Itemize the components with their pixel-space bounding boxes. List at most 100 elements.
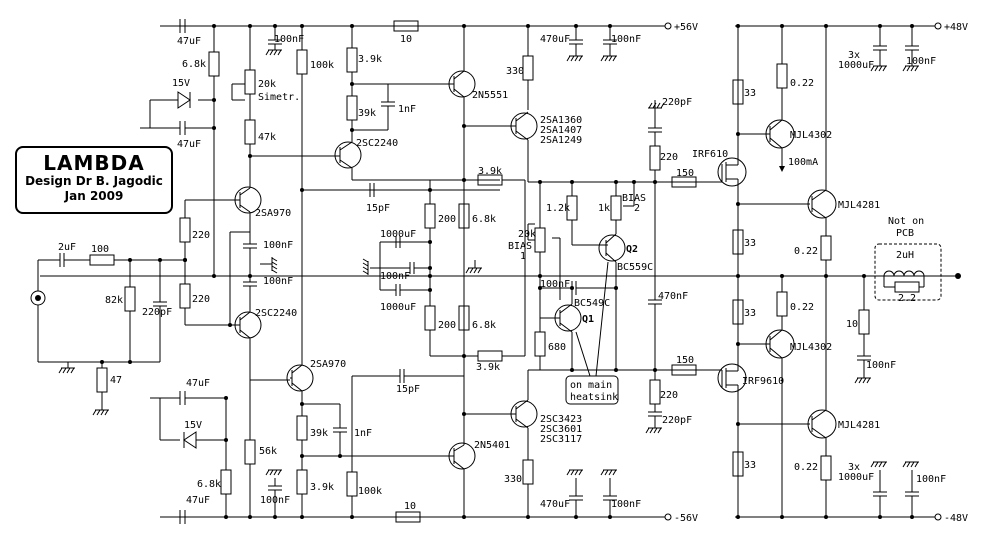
label-q-2sc3423: 2SC3423 (540, 414, 582, 425)
label-q2: Q2 (626, 244, 638, 255)
label-pot-20k: 20k (258, 79, 276, 90)
feedback-network (302, 174, 526, 383)
label-mjl4281-a: MJL4281 (838, 200, 880, 211)
label-r-47: 47 (110, 375, 122, 386)
label-c-100n-bl: 100nF (260, 495, 290, 506)
label-r-1k: 1k (598, 203, 610, 214)
label-z-15v-bot: 15V (184, 420, 202, 431)
label-irf610: IRF610 (692, 149, 728, 160)
label-c-15p-top: 15pF (366, 203, 390, 214)
rail-terminal-pos56 (664, 22, 672, 30)
label-c-1n-top: 1nF (398, 104, 416, 115)
label-bias2: BIAS (622, 193, 646, 204)
label-q-2n5551: 2N5551 (472, 90, 508, 101)
label-r-022-b: 0.22 (794, 246, 818, 257)
label-r-150-bot: 150 (676, 355, 694, 366)
rail-label-pos56: +56V (674, 22, 698, 33)
label-r-82k: 82k (105, 295, 123, 306)
label-not-on: Not on (888, 216, 924, 227)
label-c-1000u-top: 1000uF (380, 229, 416, 240)
title-name: LAMBDA (43, 151, 145, 175)
label-r-3k9-bot2: 3.9k (476, 362, 500, 373)
label-r-6k8-top: 6.8k (472, 214, 496, 225)
label-c-3x-bot: 3x (848, 462, 860, 473)
label-mjl4302-b: MJL4302 (790, 342, 832, 353)
rail-terminal-neg56 (664, 513, 672, 521)
label-q-2n5401: 2N5401 (474, 440, 510, 451)
label-r-39k-bot: 39k (310, 428, 328, 439)
title-date: Jan 2009 (64, 189, 124, 203)
label-q-2sc2240-top: 2SC2240 (356, 138, 398, 149)
label-z-15v-top: 15V (172, 78, 190, 89)
label-c-47u-tl: 47uF (177, 36, 201, 47)
label-r-220-gb: 220 (660, 390, 678, 401)
label-r-6k8-tl: 6.8k (182, 59, 206, 70)
label-c-470u-top: 470uF (540, 34, 570, 45)
label-pot-20k-b: 20k (518, 229, 536, 240)
mosfet-stage (645, 24, 747, 519)
label-c-100n-mid: 100nF (380, 271, 410, 282)
label-r-022-d: 0.22 (794, 462, 818, 473)
label-c-220p-top: 220pF (662, 97, 692, 108)
label-q-2sa1249: 2SA1249 (540, 135, 582, 146)
label-r-330-top: 330 (506, 66, 524, 77)
label-r-10-out: 10 (846, 319, 858, 330)
label-c-100n-a: 100nF (274, 34, 304, 45)
input-section (30, 253, 187, 416)
vas-bottom-stage (286, 190, 476, 523)
label-bc559c: BC559C (617, 262, 653, 273)
driver-stage (462, 24, 720, 519)
label-r-022-a: 0.22 (790, 78, 814, 89)
label-c-1n-bot: 1nF (354, 428, 372, 439)
rail-wires (40, 25, 955, 518)
label-r-33-a: 33 (744, 88, 756, 99)
rail-terminal-neg48 (934, 513, 942, 521)
label-c-470n: 470nF (658, 291, 688, 302)
label-q-2sa970-top: 2SA970 (255, 208, 291, 219)
label-r-33-c: 33 (744, 308, 756, 319)
label-r-6k8-bl: 6.8k (197, 479, 221, 490)
label-c-47u-bl2: 47uF (186, 495, 210, 506)
label-mjl4302-a: MJL4302 (790, 130, 832, 141)
label-r-022-c: 0.22 (790, 302, 814, 313)
rail-label-neg48: -48V (944, 513, 968, 524)
label-r-100k-top: 100k (310, 60, 334, 71)
label-r-33-d: 33 (744, 460, 756, 471)
label-c-100n-out: 100nF (866, 360, 896, 371)
label-r-680: 680 (548, 342, 566, 353)
label-c-100n-q: 100nF (540, 279, 570, 290)
label-r-10-bot: 10 (404, 501, 416, 512)
label-q-2sc3117: 2SC3117 (540, 434, 582, 445)
label-r-220-gt: 220 (660, 152, 678, 163)
label-i-100ma: 100mA (788, 157, 818, 168)
output-stage (732, 24, 961, 519)
label-pcb: PCB (896, 228, 914, 239)
label-bc549c: BC549C (574, 298, 610, 309)
label-c-470u-bot: 470uF (540, 499, 570, 510)
label-r-3k9-mid: 3.9k (478, 166, 502, 177)
label-c-220p-bot: 220pF (662, 415, 692, 426)
label-q-2sa970-bot: 2SA970 (310, 359, 346, 370)
title-author: Design Dr B. Jagodic (25, 174, 163, 188)
label-c-100n-b: 100nF (263, 240, 293, 251)
label-r-200-bot: 200 (438, 320, 456, 331)
label-r-3k9-bot: 3.9k (310, 482, 334, 493)
label-r-10-top: 10 (400, 34, 412, 45)
rail-terminal-pos48 (934, 22, 942, 30)
bottom-left-supply (150, 380, 283, 524)
label-q-2sc2240-bot: 2SC2240 (255, 308, 297, 319)
label-bias1: BIAS (508, 241, 532, 252)
label-r-220-a: 220 (192, 230, 210, 241)
label-r-220-b: 220 (192, 294, 210, 305)
label-c-100n-top: 100nF (611, 34, 641, 45)
rail-label-neg56: -56V (674, 513, 698, 524)
label-r-150-top: 150 (676, 168, 694, 179)
label-bias2-num: 2 (634, 203, 640, 214)
label-r-39k-top: 39k (358, 108, 376, 119)
label-l-2uh: 2uH (896, 250, 914, 261)
label-r-330-bot: 330 (504, 474, 522, 485)
label-c-15p-bot: 15pF (396, 384, 420, 395)
label-r-6k8-bot: 6.8k (472, 320, 496, 331)
label-c-100n-bot: 100nF (611, 499, 641, 510)
